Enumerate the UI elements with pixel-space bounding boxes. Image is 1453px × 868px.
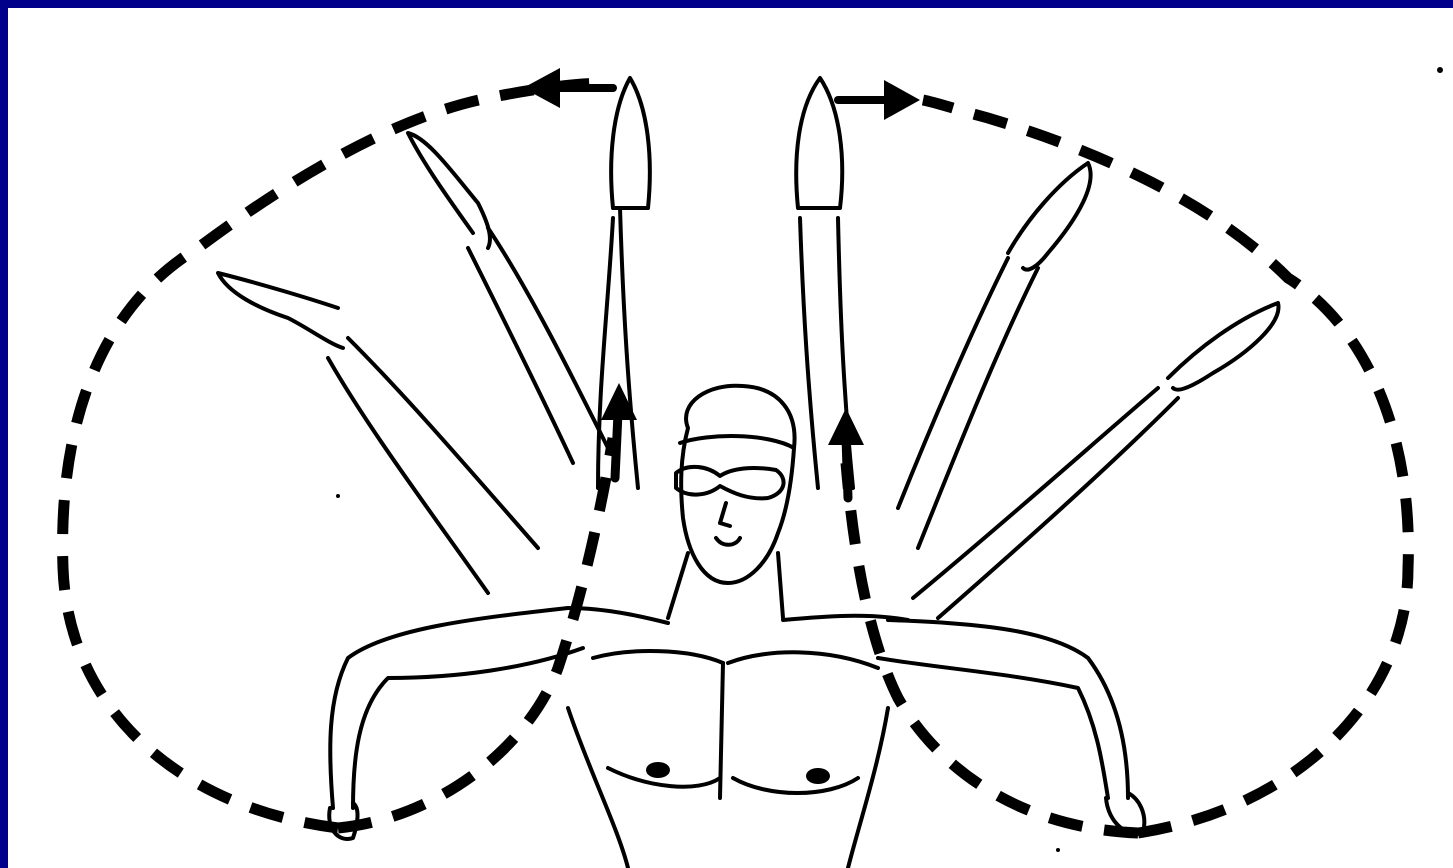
- left-nipple: [648, 764, 668, 776]
- arm-low-left-1: [328, 338, 538, 593]
- hand-low-left-1: [218, 273, 343, 348]
- hand-up-left-3: [611, 78, 650, 208]
- chest-left: [593, 651, 723, 663]
- direction-arrows: [523, 68, 920, 498]
- swim-stroke-illustration: [8, 8, 1453, 868]
- top-right-arrowhead-icon: [884, 80, 920, 120]
- mouth: [716, 538, 740, 545]
- goggle-strap: [680, 436, 794, 448]
- left-center-path: [338, 438, 613, 828]
- hand-low-right-1: [1168, 303, 1278, 390]
- arm-down-left: [330, 608, 583, 808]
- arm-mid-left-2: [468, 228, 608, 463]
- arm-mid-right-2: [898, 258, 1038, 548]
- arm-low-right-1: [913, 388, 1178, 618]
- torso-left-side: [568, 708, 628, 868]
- shoulders: [568, 608, 908, 623]
- nose: [720, 503, 730, 526]
- right-center-path: [846, 463, 1138, 833]
- arm-down-right: [878, 620, 1128, 798]
- chest-right: [728, 652, 878, 668]
- left-up-arrow-icon: [615, 413, 618, 478]
- arm-positions: [218, 78, 1278, 839]
- arm-path-loops: [63, 83, 1409, 833]
- right-nipple: [808, 770, 828, 782]
- stray-marks: [336, 67, 1443, 852]
- goggles: [676, 467, 784, 499]
- neck-right: [778, 553, 783, 618]
- top-left-arrowhead-icon: [523, 68, 560, 108]
- slide-frame: [8, 8, 1453, 868]
- neck-left: [668, 553, 688, 618]
- right-arm-path-loop: [923, 100, 1408, 833]
- pectoral-lower-right: [733, 778, 858, 793]
- hand-mid-right-2: [1008, 163, 1091, 270]
- hand-mid-left-2: [408, 133, 490, 248]
- torso-right-side: [848, 708, 888, 868]
